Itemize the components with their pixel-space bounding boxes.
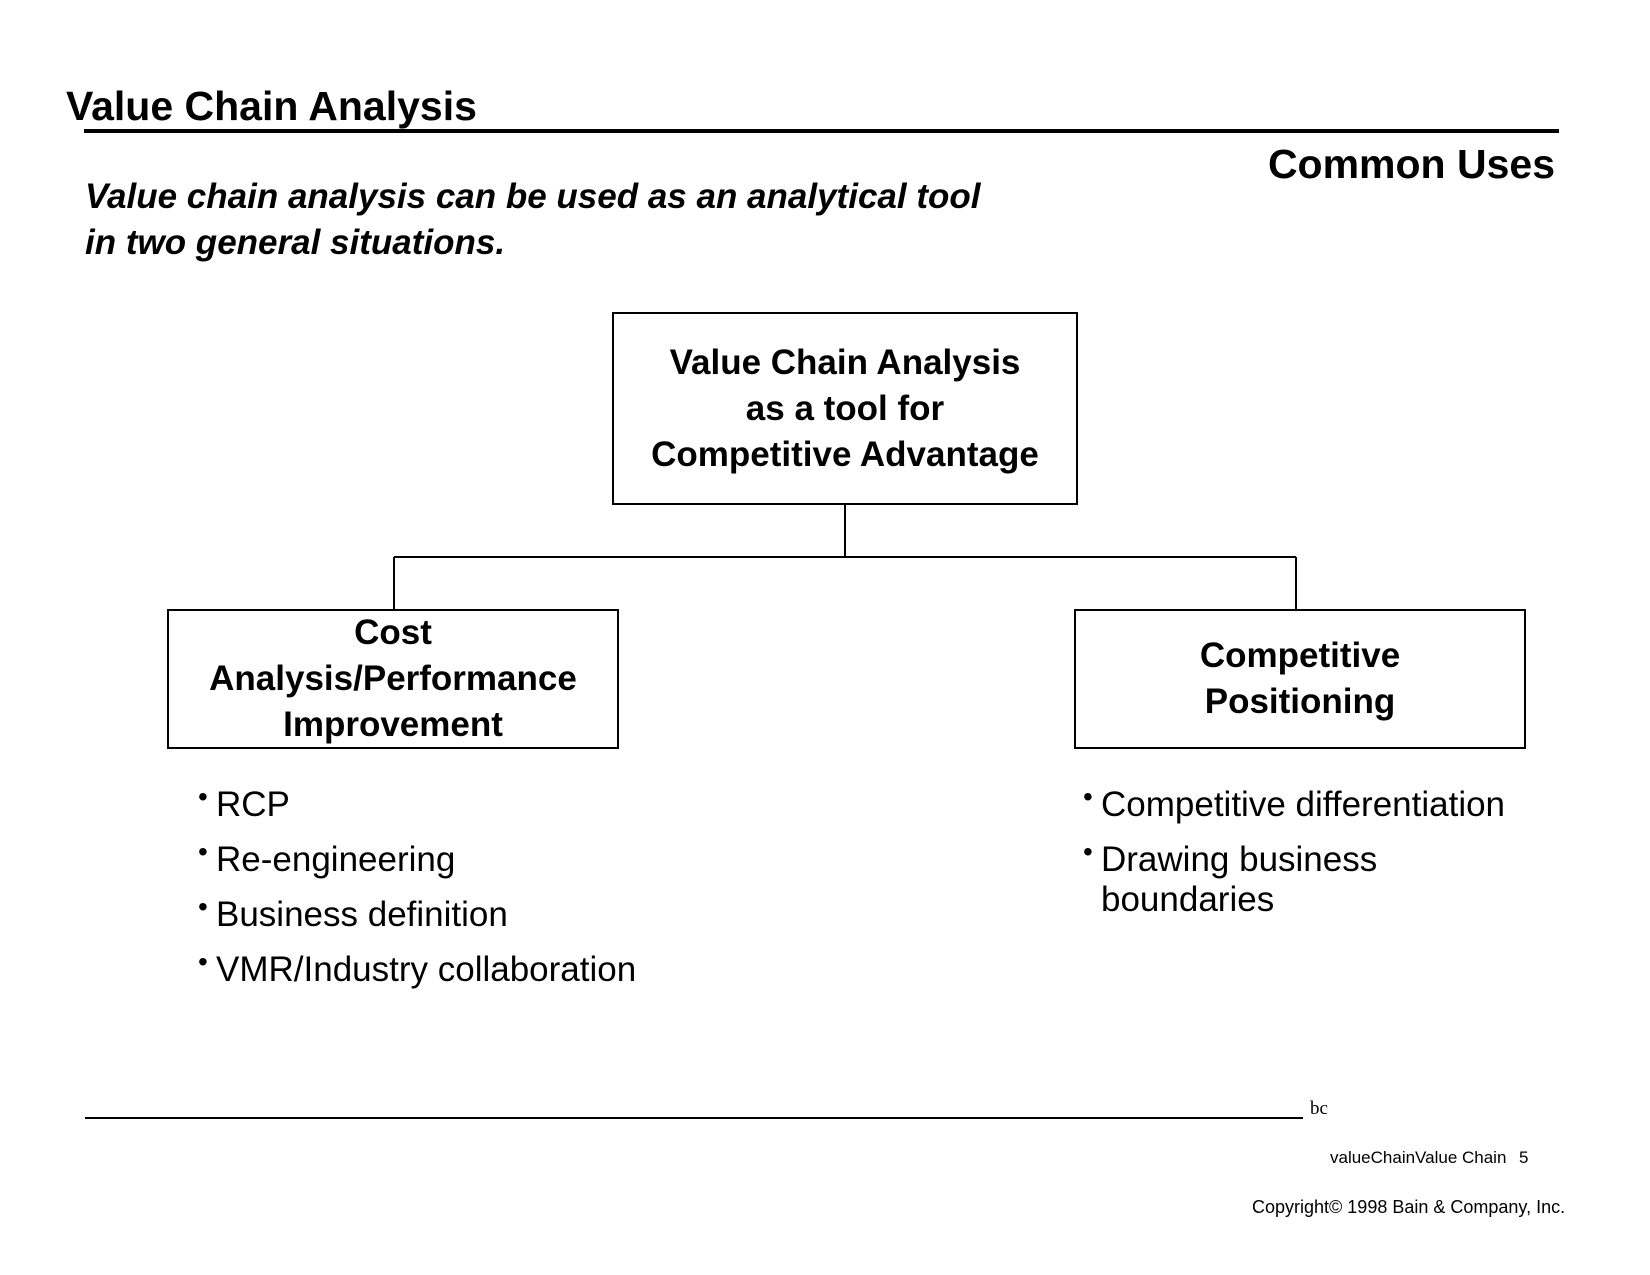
list-item-continuation: boundaries — [1101, 880, 1275, 919]
title-rule — [84, 129, 1559, 133]
subtitle-line-2: in two general situations. — [85, 223, 506, 262]
competitive-positioning-node: Competitive Positioning — [1074, 609, 1526, 749]
list-item: •Re-engineering — [198, 832, 636, 887]
cost-analysis-node: Cost Analysis/Performance Improvement — [167, 609, 619, 749]
list-item: •RCP — [198, 777, 636, 832]
list-item: •Business definition — [198, 887, 636, 942]
bullet-icon: • — [198, 946, 208, 977]
copyright: Copyright© 1998 Bain & Company, Inc. — [1252, 1197, 1566, 1217]
cost-analysis-node-line-2: Analysis/Performance — [209, 659, 577, 698]
cost-analysis-node-line-1: Cost — [354, 613, 432, 652]
cost-analysis-node-line-3: Improvement — [283, 705, 503, 744]
root-node-line-1: Value Chain Analysis — [669, 342, 1021, 382]
list-item: •Competitive differentiation — [1083, 777, 1505, 832]
competitive-positioning-node-line-1: Competitive — [1199, 636, 1401, 675]
page-title: Value Chain Analysis — [66, 83, 477, 129]
bullet-icon: • — [198, 781, 208, 812]
root-node-line-2: as a tool for — [745, 388, 945, 428]
root-node-line-3: Competitive Advantage — [651, 434, 1039, 474]
bullet-icon: • — [1083, 781, 1093, 812]
footer-mark: bc — [1310, 1098, 1328, 1119]
competitive-positioning-node-line-2: Positioning — [1204, 682, 1396, 721]
footer-rule — [85, 1117, 1303, 1119]
subtitle: Value chain analysis can be used as an a… — [85, 174, 1085, 266]
cost-analysis-uses-list: •RCP •Re-engineering •Business definitio… — [198, 777, 636, 997]
competitive-positioning-uses-list: •Competitive differentiation •Drawing bu… — [1083, 777, 1505, 922]
bullet-icon: • — [198, 836, 208, 867]
bullet-icon: • — [198, 891, 208, 922]
section-label: Common Uses — [1267, 141, 1555, 187]
root-node: Value Chain Analysis as a tool for Compe… — [612, 312, 1078, 505]
bullet-icon: • — [1083, 836, 1093, 867]
footer-reference: valueChainValue Chain — [1330, 1148, 1507, 1167]
list-item: •VMR/Industry collaboration — [198, 942, 636, 997]
subtitle-line-1: Value chain analysis can be used as an a… — [85, 177, 981, 216]
page-number: 5 — [1519, 1148, 1529, 1167]
